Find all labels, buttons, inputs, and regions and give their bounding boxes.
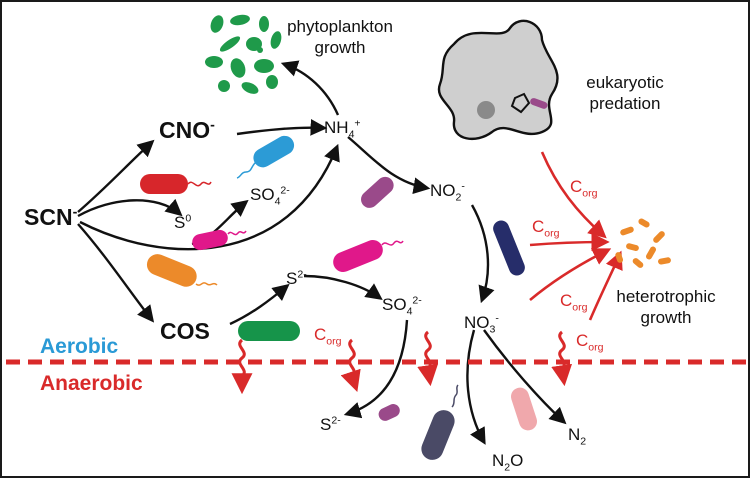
bacterium-pink: [510, 387, 538, 431]
bacterium-magenta-large: [333, 240, 404, 272]
corg-arrow-from-predation: [540, 151, 607, 239]
label-corg-3: Corg: [560, 291, 588, 314]
bacterium-red: [140, 174, 212, 194]
arrow-no2-to-no3: [470, 204, 495, 304]
heterotroph-cluster: [615, 218, 671, 268]
arrow-so4-to-s2: [343, 319, 409, 419]
label-corg-5: Corg: [314, 325, 342, 348]
bacterium-orange: [146, 254, 218, 287]
label-no3: NO3-: [464, 312, 499, 336]
bacterium-green: [238, 321, 300, 341]
zone-aerobic-label: Aerobic: [40, 335, 119, 358]
bacterium-purple: [361, 176, 394, 208]
bacterium-small-purple: [378, 404, 400, 421]
label-n2o: N2O: [492, 451, 524, 474]
bacterium-magenta-small: [192, 229, 247, 251]
squiggle-2: [340, 338, 361, 392]
bacteria: [140, 135, 538, 460]
label-scn: SCN-: [24, 204, 78, 230]
squiggle-3: [417, 330, 439, 387]
label-cno: CNO-: [159, 117, 215, 143]
arrow-scn-to-cos: [77, 223, 155, 323]
label-so4-mid: SO42-: [382, 294, 422, 318]
arrow-scn-to-nh4: [79, 143, 340, 251]
label-corg-4: Corg: [576, 331, 604, 354]
label-s2-low: S2-: [320, 414, 341, 434]
phytoplankton-cluster: [205, 14, 282, 94]
label-s2-mid: S2-: [286, 268, 307, 288]
bacterium-navy: [493, 220, 525, 276]
squiggle-1: [231, 338, 253, 395]
label-n2: N2: [568, 425, 587, 448]
label-so4-top: SO42-: [250, 184, 290, 208]
label-nh4: NH4+: [324, 117, 361, 141]
arrow-no3-to-n2: [483, 329, 567, 425]
arrow-scn-to-cno: [77, 139, 155, 213]
carbon-export-squiggles: [231, 330, 573, 395]
arrow-nh4-to-no2: [347, 136, 431, 194]
zone-anaerobic-label: Anaerobic: [40, 372, 143, 395]
amoeba: [437, 19, 559, 141]
squiggle-4: [551, 330, 573, 387]
label-corg-1: Corg: [570, 177, 598, 200]
label-corg-2: Corg: [532, 217, 560, 240]
label-no2: NO2-: [430, 180, 465, 204]
bacterium-blue: [236, 135, 295, 179]
arrow-nh4-to-phyto: [280, 60, 340, 116]
label-cos: COS: [160, 318, 210, 344]
arrow-no3-to-n2o: [466, 329, 486, 445]
arrow-scn-to-s0: [77, 198, 183, 218]
arrow-cno-to-nh4: [236, 119, 328, 136]
arrow-s2-to-so4: [303, 274, 383, 300]
corg-arrow-from-nitrifier: [529, 232, 610, 252]
label-s0: S0: [174, 212, 192, 232]
bacterium-slate: [421, 384, 459, 460]
arrow-cos-to-s2: [229, 283, 290, 326]
corg-arrow-from-denitrifier: [529, 248, 612, 301]
